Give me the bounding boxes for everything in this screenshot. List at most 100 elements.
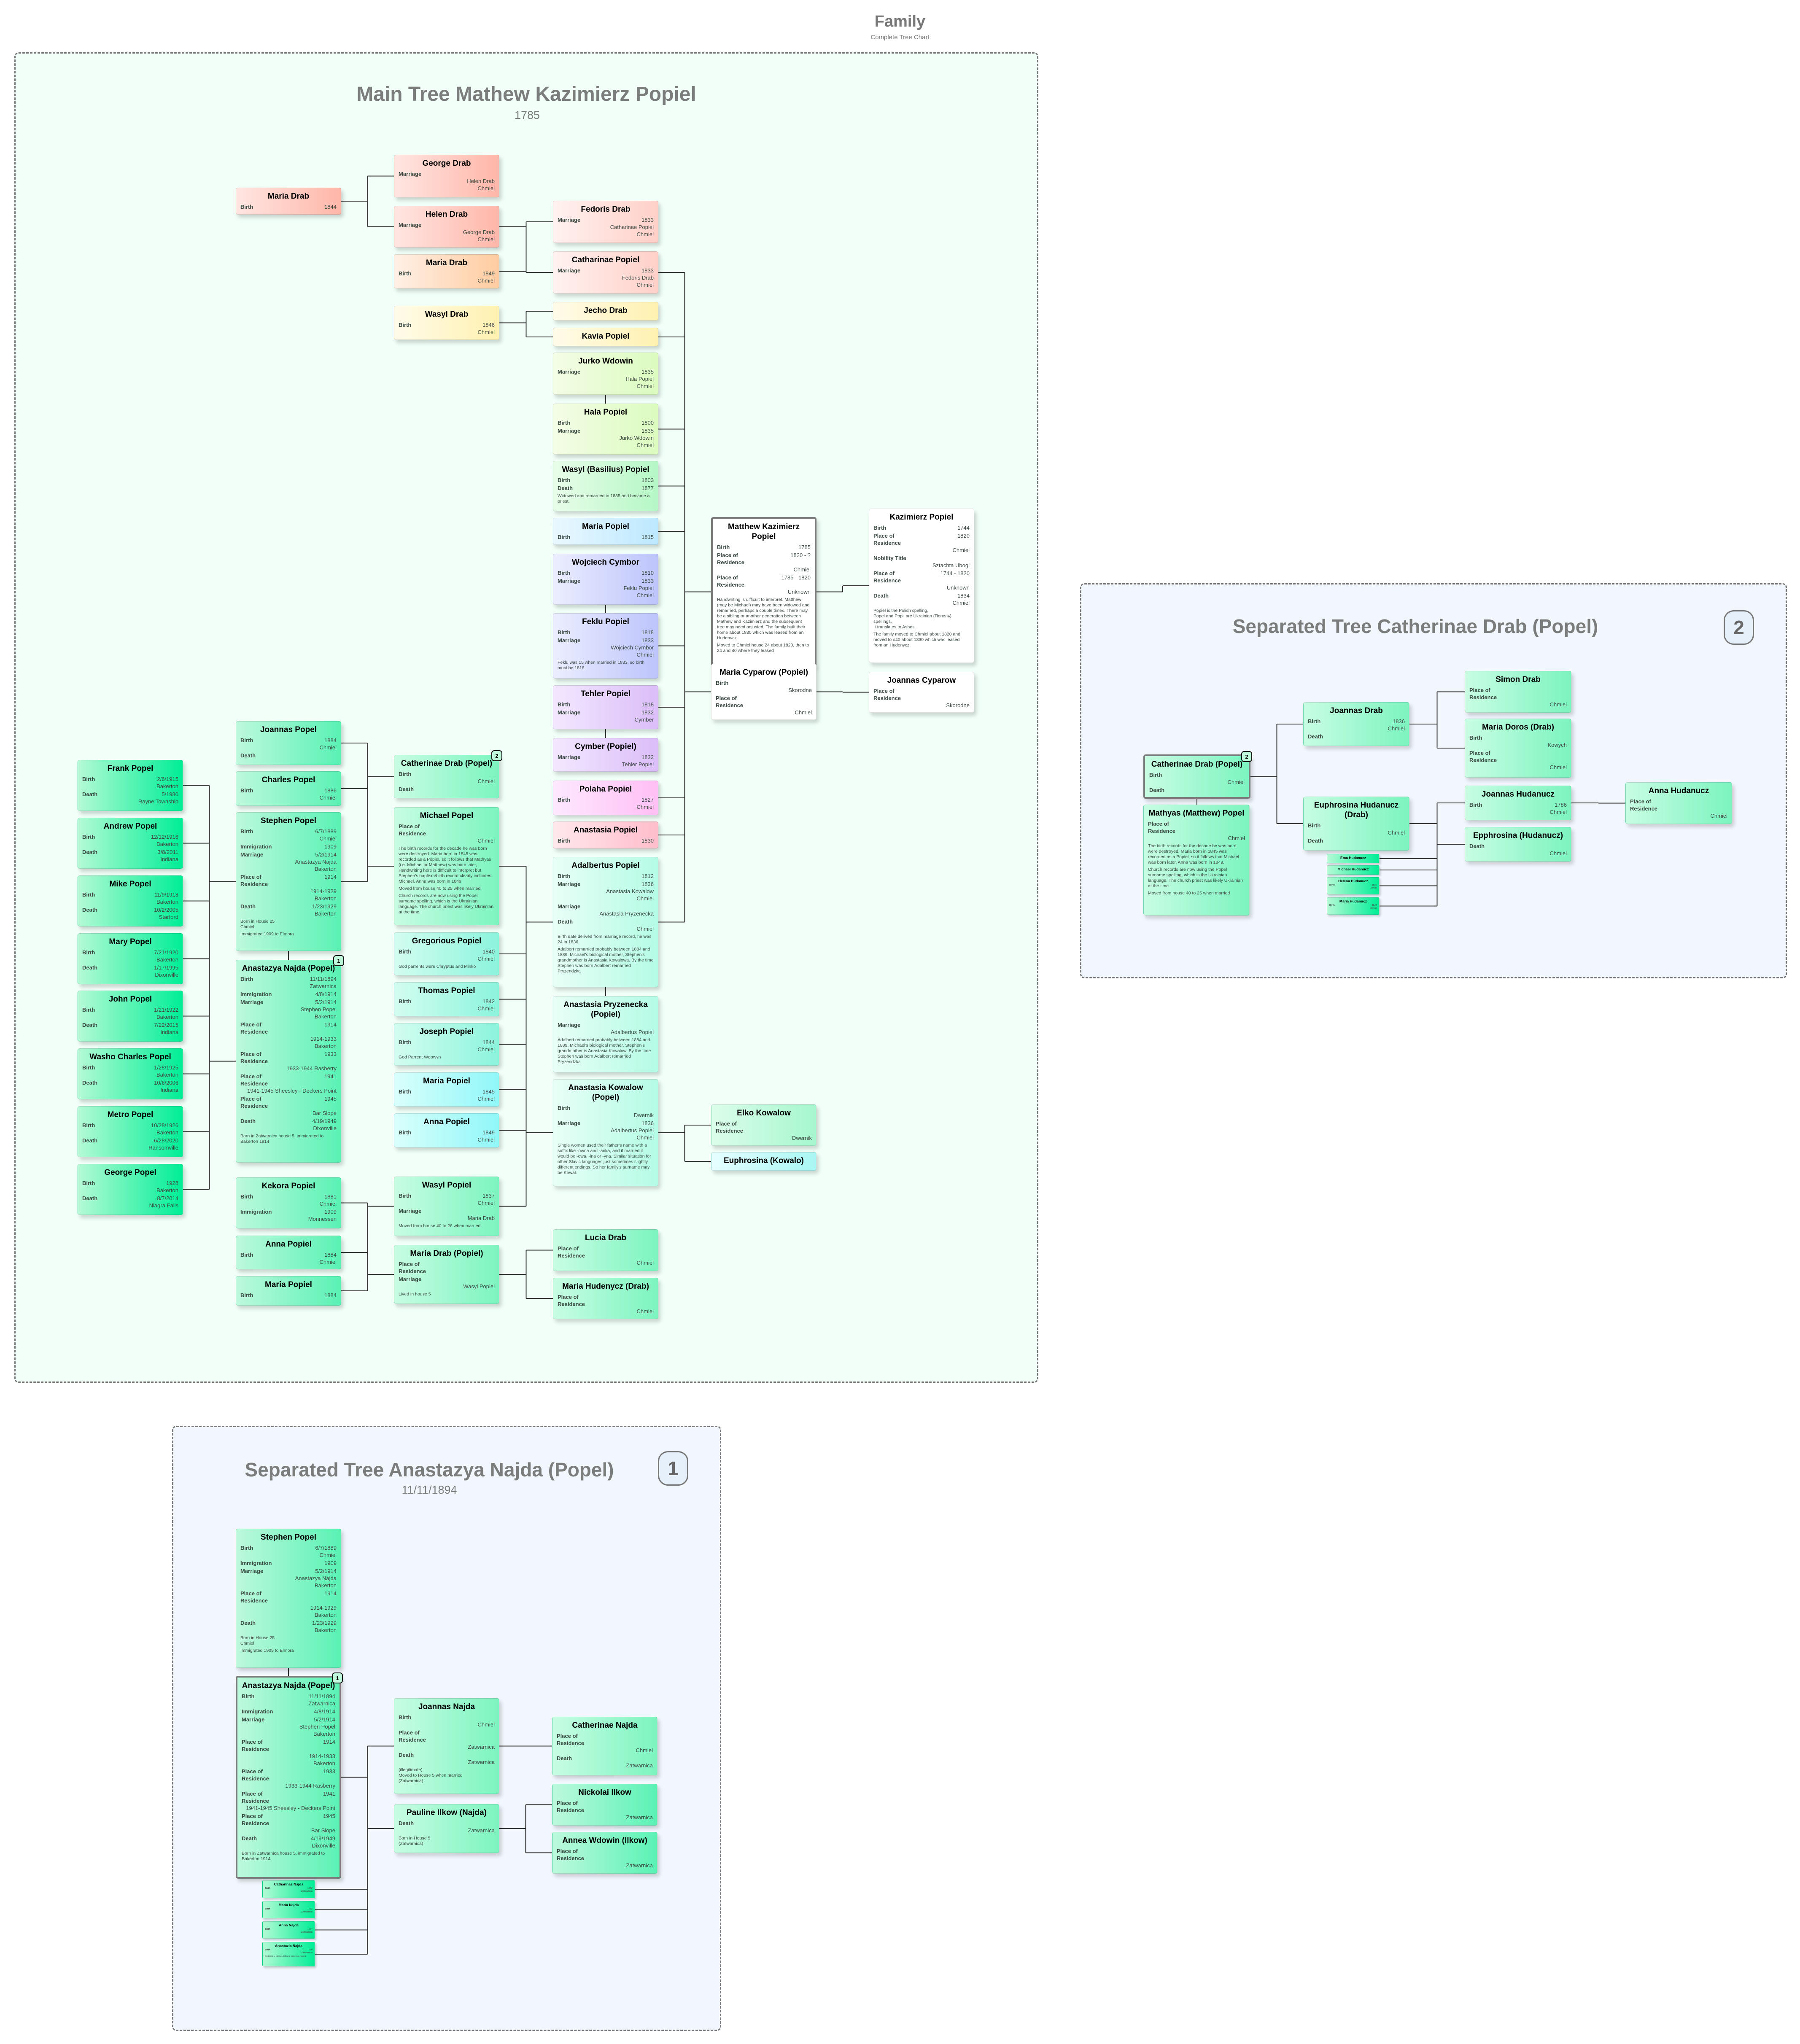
event-label: Marriage bbox=[399, 1276, 422, 1282]
event-label: Place of Residence bbox=[240, 874, 268, 887]
event-value: Sztachta Ubogi bbox=[932, 562, 970, 568]
event-value: Dixonville bbox=[155, 972, 178, 978]
event-date: 1786 bbox=[1555, 802, 1567, 808]
person-name: Maria Drab bbox=[426, 259, 468, 267]
person-name: Joannas Hudanucz bbox=[1481, 790, 1555, 799]
event-label: Birth bbox=[558, 797, 571, 803]
event-date: 1835 bbox=[641, 428, 654, 434]
event-value: Chmiel bbox=[636, 1747, 653, 1753]
event-header: Marriage bbox=[399, 221, 495, 229]
person-name: Thomas Popiel bbox=[418, 986, 475, 995]
event-header: Death bbox=[557, 1755, 653, 1762]
person-note: Adalbert remarried probably between 1884… bbox=[558, 1037, 651, 1064]
person-name: Anastazya Najda (Popel) bbox=[242, 964, 335, 973]
event-date: 1849 bbox=[482, 270, 495, 277]
event-date: 6/28/2020 bbox=[154, 1137, 178, 1144]
tree-link-badge: 2 bbox=[1241, 751, 1252, 762]
event-value: Chmiel bbox=[477, 329, 495, 335]
tree-link-badge: 1 bbox=[333, 955, 344, 966]
event-label: Nobility Title bbox=[873, 555, 906, 561]
person-name: Anna Popiel bbox=[265, 1240, 312, 1249]
person-name: Gregorious Popiel bbox=[412, 937, 482, 945]
event-value: Chmiel bbox=[1228, 835, 1245, 841]
event-label: Marriage bbox=[242, 1716, 265, 1723]
event-value: Indiana bbox=[160, 1029, 178, 1035]
person-note: Feklu was 15 when married in 1833, so bi… bbox=[558, 660, 645, 671]
event-label: Place of Residence bbox=[558, 1245, 585, 1259]
event-value: Starford bbox=[159, 914, 178, 920]
event-value: Catharinae Popiel bbox=[610, 224, 654, 230]
event-value: Bakerton bbox=[313, 1731, 335, 1737]
person-note: Died prior to Nancy's birth and name was… bbox=[265, 1955, 306, 1957]
event-value: Chmiel bbox=[477, 956, 495, 962]
event-value: Chmiel bbox=[477, 1005, 495, 1012]
person-note: Adalbert remarried probably between 1884… bbox=[558, 947, 654, 974]
event-date: 1933 bbox=[324, 1051, 337, 1057]
event-value: Chmiel bbox=[1388, 725, 1405, 732]
event-date: 1820 - ? bbox=[790, 552, 811, 558]
event-label: Death bbox=[82, 1022, 98, 1028]
event-value: Bakerton bbox=[156, 1187, 178, 1193]
person-note: Popiel is the Polish spelling, Popel and… bbox=[873, 608, 951, 630]
person-name: Washo Charles Popel bbox=[89, 1053, 171, 1061]
event-date: 1832 bbox=[641, 709, 654, 716]
person-name: Catherinae Drab (Popel) bbox=[401, 759, 493, 768]
event-header: Place of Residence bbox=[558, 1245, 654, 1259]
event-value: Rayne Township bbox=[138, 798, 178, 805]
event-label: Birth bbox=[717, 544, 730, 550]
event-value: Bakerton bbox=[156, 899, 178, 905]
event-date: 1842 bbox=[482, 998, 495, 1004]
event-label: Marriage bbox=[558, 1120, 581, 1126]
event-label: Birth bbox=[240, 1252, 253, 1258]
event-label: Death bbox=[240, 903, 256, 910]
event-value: Chmiel bbox=[636, 282, 654, 288]
event-value: Bakerton bbox=[156, 956, 178, 963]
event-label: Birth bbox=[82, 834, 95, 840]
chart-subtitle: Complete Tree Chart bbox=[870, 34, 930, 41]
event-date: 12/12/1916 bbox=[151, 834, 178, 840]
event-label: Place of Residence bbox=[1469, 750, 1497, 763]
event-value: Bakerton bbox=[156, 1129, 178, 1136]
event-value: Anastasia Kowalow bbox=[606, 888, 654, 894]
person-name: Feklu Popiel bbox=[582, 617, 629, 626]
event-date: 5/2/1914 bbox=[315, 999, 337, 1005]
event-value: Chmiel bbox=[1710, 813, 1727, 819]
